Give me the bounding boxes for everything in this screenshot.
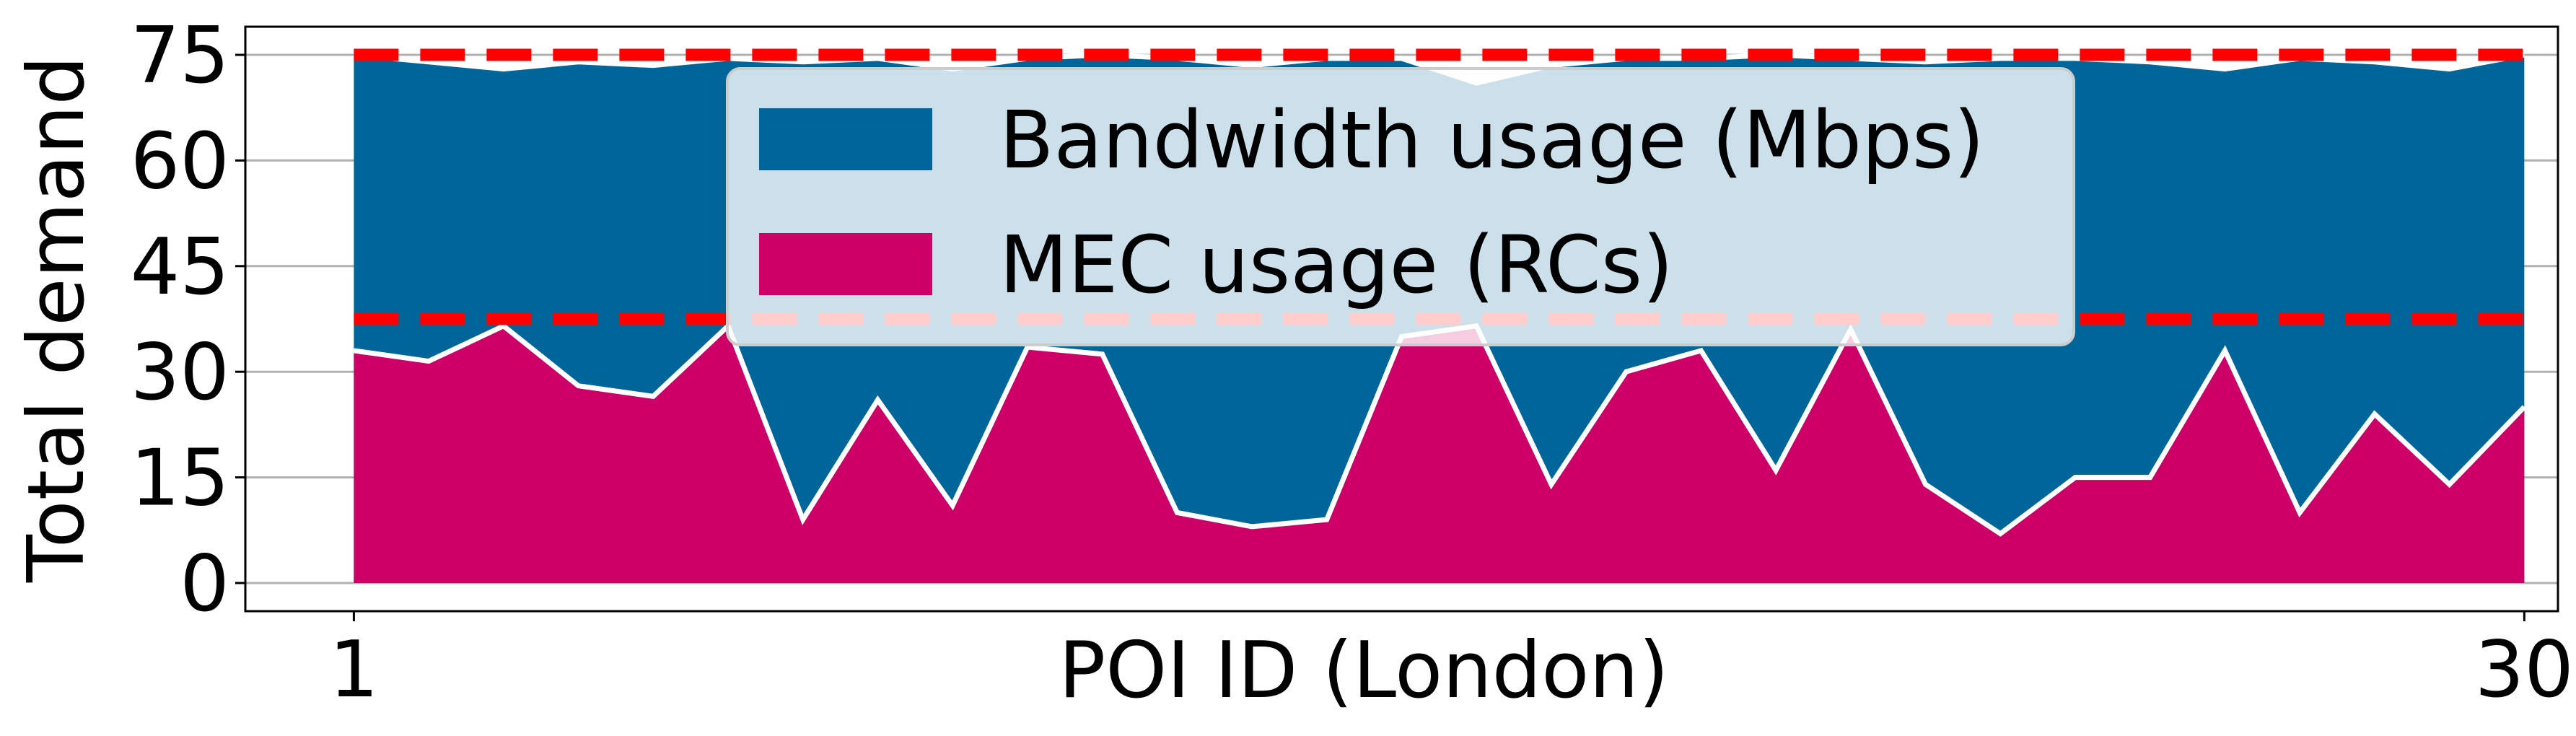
y-tick-label: 75 (131, 11, 229, 101)
legend-swatch-mec (759, 233, 932, 295)
y-tick-label: 45 (131, 222, 229, 312)
plot-frame (244, 25, 2559, 613)
y-tick-label: 30 (131, 328, 229, 418)
legend-label-mec: MEC usage (RCs) (999, 219, 1673, 311)
x-axis-ticks: 1 30 (329, 611, 2574, 715)
y-tick-label: 60 (131, 116, 229, 206)
legend-label-bandwidth: Bandwidth usage (Mbps) (999, 94, 1984, 186)
x-axis-label: POI ID (London) (1059, 626, 1669, 716)
legend-swatch-bandwidth (759, 108, 932, 170)
y-axis-ticks: 0 15 30 45 60 75 (131, 11, 245, 629)
legend-box (726, 67, 2075, 346)
x-tick-label: 30 (2475, 625, 2574, 715)
legend: Bandwidth usage (Mbps) MEC usage (RCs) (726, 67, 2075, 346)
x-tick-label: 1 (329, 625, 379, 715)
y-axis-label: Total demand (12, 56, 102, 583)
y-tick-label: 0 (180, 539, 229, 629)
y-tick-label: 15 (131, 434, 229, 524)
area-mec (354, 325, 2525, 583)
